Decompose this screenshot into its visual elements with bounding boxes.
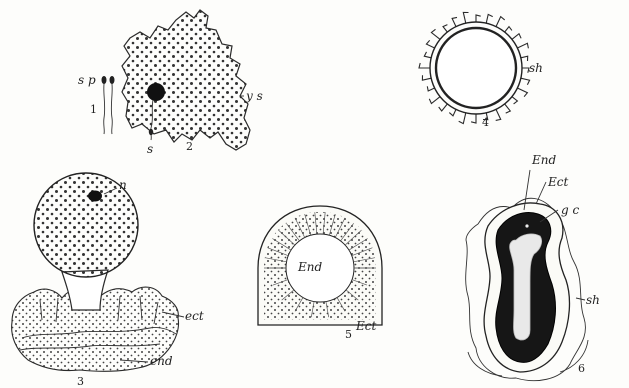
- shell-spike: [521, 78, 530, 85]
- fig4-label-sh: sh: [529, 61, 543, 75]
- figure-4-shelled-egg: sh 4: [419, 12, 543, 129]
- fig4-number: 4: [482, 116, 489, 129]
- nucleus: [147, 83, 165, 101]
- fig2-number: 2: [186, 140, 193, 153]
- fig2-label-ys: y s: [245, 89, 263, 103]
- shell-spike: [517, 43, 528, 48]
- shell-spike: [486, 14, 493, 23]
- shell-spike: [429, 97, 440, 104]
- shell-spike: [452, 17, 457, 26]
- spermatozoon: [102, 76, 107, 134]
- figure-2-ovum: y s s 2: [122, 10, 263, 156]
- shell-spike: [424, 52, 431, 58]
- shell-spike: [431, 29, 440, 39]
- fig5-label-ect: Ect: [355, 319, 376, 333]
- fig3-label-ect: ect: [185, 309, 204, 323]
- figure-5-blastula-section: End Ect 5: [258, 206, 382, 341]
- figure-6-gastrula-section: End Ect g c sh 6: [466, 153, 600, 381]
- shell-spike: [522, 68, 529, 73]
- spermatozoon: [110, 76, 115, 134]
- shell-spike: [505, 104, 511, 113]
- shell-spike: [439, 104, 448, 111]
- fig3-label-n: n: [119, 178, 127, 192]
- yolk-mass: [122, 10, 250, 150]
- fig5-label-end: End: [297, 260, 322, 274]
- fig1-label-sp: s p: [78, 73, 96, 87]
- figure-3-attached-egg: n ect end 3: [12, 173, 204, 388]
- shell-spike: [463, 12, 468, 23]
- shell-spike: [517, 88, 527, 97]
- fig2-label-s: s: [147, 142, 153, 156]
- fig5-number: 5: [345, 328, 352, 341]
- shell-spike: [443, 25, 447, 32]
- shell-spike: [426, 40, 434, 48]
- fig3-label-end: end: [150, 354, 173, 368]
- fig6-label-sh: sh: [586, 293, 600, 307]
- shell-spike: [496, 17, 505, 27]
- shell-spike: [419, 63, 430, 68]
- shell-spike: [459, 113, 466, 124]
- shell-spike: [449, 109, 456, 115]
- shell-spike: [512, 34, 521, 40]
- nucleus-n: [88, 191, 102, 202]
- shell-spike: [505, 27, 512, 32]
- fig1-number: 1: [90, 103, 97, 116]
- shell-spike: [422, 75, 431, 80]
- fig6-label-end: End: [531, 153, 556, 167]
- shell-spike: [476, 15, 481, 22]
- fig3-number: 3: [77, 375, 84, 388]
- figure-1-spermatozoa: s p 1: [78, 73, 115, 134]
- shell-spike: [471, 114, 476, 123]
- sperm-head: [149, 129, 153, 135]
- shell-spike: [512, 97, 517, 104]
- fig6-number: 6: [578, 362, 585, 375]
- fig6-label-ect: Ect: [547, 175, 568, 189]
- fig6-label-gc: g c: [561, 203, 579, 217]
- shell-spike: [496, 109, 501, 120]
- egg-membrane: [436, 28, 516, 108]
